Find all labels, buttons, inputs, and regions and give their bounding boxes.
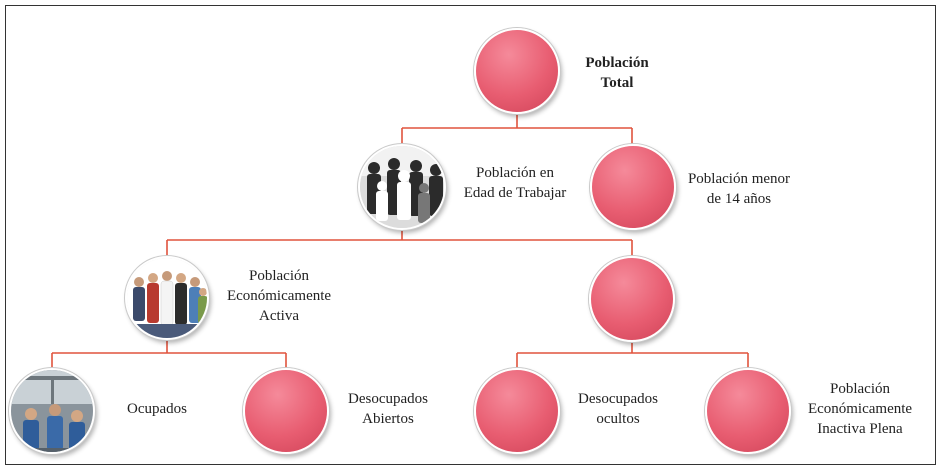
node-ocupados-photo: [9, 368, 95, 454]
factory-workers-image: [11, 370, 93, 452]
label-line: Población: [585, 55, 649, 71]
label-desocupados-abiertos: Desocupados Abiertos: [336, 389, 440, 429]
professionals-group-image: [127, 258, 207, 338]
label-line: Activa: [259, 308, 299, 324]
label-line: Económicamente: [226, 288, 332, 304]
label-line: Población menor: [687, 171, 791, 187]
node-pea-photo: [125, 256, 209, 340]
label-line: Total: [600, 75, 634, 91]
label-desocupados-ocultos: Desocupados ocultos: [566, 389, 670, 429]
label-line: de 14 años: [706, 191, 772, 207]
node-desocupados-ocultos: [474, 368, 560, 454]
label-line: Abiertos: [362, 411, 414, 427]
diagram-frame: [5, 5, 936, 465]
label-line: Desocupados: [578, 391, 658, 407]
label-line: Población: [830, 381, 890, 397]
node-poblacion-inactiva: [589, 256, 675, 342]
label-line: Población: [249, 268, 309, 284]
label-line: ocultos: [596, 411, 640, 427]
label-line: Inactiva Plena: [817, 421, 903, 437]
label-inactiva-plena: Población Económicamente Inactiva Plena: [800, 379, 920, 439]
label-pea: Población Económicamente Activa: [222, 266, 336, 326]
label-line: Económicamente: [807, 401, 913, 417]
label-ocupados: Ocupados: [112, 399, 202, 419]
label-line: Edad de Trabajar: [463, 185, 567, 201]
node-inactiva-plena: [705, 368, 791, 454]
crowd-of-workers-image: [360, 146, 444, 228]
label-line: Ocupados: [127, 401, 187, 417]
node-poblacion-menor-14: [590, 144, 676, 230]
label-line: Población en: [476, 165, 554, 181]
label-edad-trabajar: Población en Edad de Trabajar: [460, 163, 570, 203]
label-poblacion-total: Población Total: [572, 53, 662, 93]
label-line: Desocupados: [348, 391, 428, 407]
node-poblacion-total: [474, 28, 560, 114]
node-desocupados-abiertos: [243, 368, 329, 454]
label-poblacion-menor-14: Población menor de 14 años: [683, 169, 795, 209]
node-edad-trabajar-photo: [358, 144, 446, 230]
